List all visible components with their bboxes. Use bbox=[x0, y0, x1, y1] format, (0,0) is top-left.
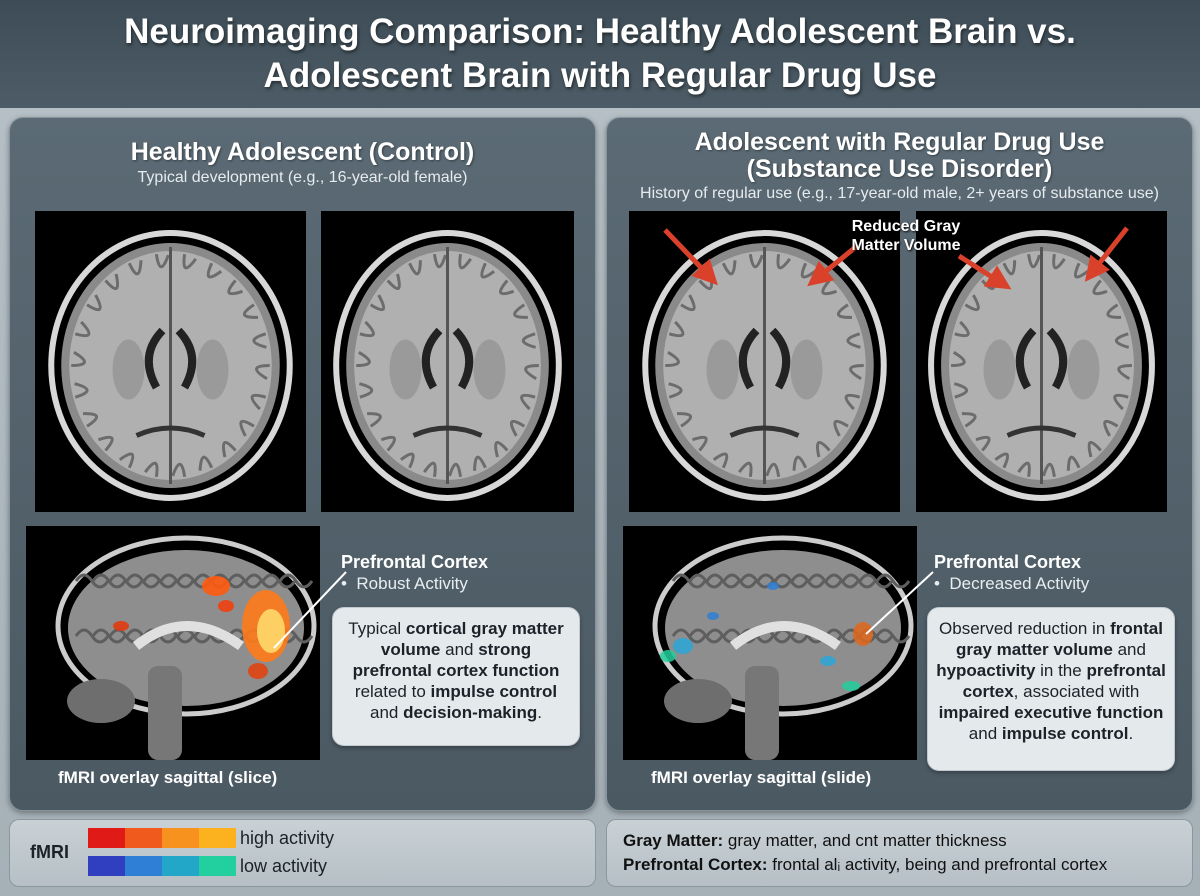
callout-emphasis: impulse control bbox=[1001, 724, 1129, 743]
drug-use-subtitle: History of regular use (e.g., 17-year-ol… bbox=[640, 185, 1159, 202]
drug-use-heading-line-2: (Substance Use Disorder) bbox=[746, 155, 1053, 183]
definition-term: Gray Matter: bbox=[623, 831, 724, 850]
callout-emphasis: frontal gray matter volume bbox=[956, 619, 1163, 659]
callout-text: in the bbox=[1035, 661, 1087, 680]
callout-text: and bbox=[968, 724, 1002, 743]
legend-label: fMRI bbox=[30, 842, 69, 862]
callout-emphasis: hypoactivity bbox=[936, 661, 1036, 680]
color-swatch bbox=[88, 828, 125, 848]
control-panel: Healthy Adolescent (Control) Typical dev… bbox=[9, 117, 596, 811]
red-arrows bbox=[663, 226, 1129, 290]
axial-mri-drug-2 bbox=[916, 211, 1167, 512]
color-swatch bbox=[125, 828, 162, 848]
low-activity-label: low activity bbox=[240, 856, 328, 876]
definition-gray-matter: Gray Matter: gray matter, and cnt matter… bbox=[623, 831, 1007, 851]
definition-term: Prefrontal Cortex: bbox=[623, 855, 768, 874]
prefrontal-label-right: Prefrontal Cortex bbox=[934, 552, 1082, 572]
axial-mri-drug-1 bbox=[629, 211, 900, 512]
sagittal-fmri-control bbox=[26, 526, 320, 760]
callout-emphasis: cortical gray matter volume bbox=[380, 619, 564, 659]
activity-bullet-left-text: Robust Activity bbox=[356, 574, 468, 593]
activity-bullet-right: • Decreased Activity bbox=[934, 574, 1090, 593]
arrow-1 bbox=[663, 228, 718, 286]
callout-text: . bbox=[1128, 724, 1134, 743]
high-activity-swatches bbox=[88, 828, 236, 848]
color-swatch bbox=[199, 828, 236, 848]
callout-text: Observed reduction in bbox=[939, 619, 1111, 638]
definition-text: gray matter, and cnt matter thickness bbox=[723, 831, 1007, 850]
control-caption: fMRI overlay sagittal (slice) bbox=[58, 768, 278, 787]
arrow-2 bbox=[807, 244, 859, 287]
axial-mri-control-2 bbox=[321, 211, 574, 512]
high-activity-label: high activity bbox=[240, 828, 335, 848]
color-swatch bbox=[162, 856, 199, 876]
definition-text: frontal alᵢ activity, being and prefront… bbox=[767, 855, 1108, 874]
title-bar: Neuroimaging Comparison: Healthy Adolesc… bbox=[0, 0, 1200, 108]
callout-emphasis: decision-making bbox=[403, 703, 538, 722]
callout-text: . bbox=[537, 703, 542, 722]
drug-use-panel: Adolescent with Regular Drug Use (Substa… bbox=[606, 117, 1193, 811]
low-activity-swatches bbox=[88, 856, 236, 876]
callout-text: and bbox=[1112, 640, 1146, 659]
callout-emphasis: impulse control bbox=[430, 682, 558, 701]
callout-text: related to bbox=[354, 682, 431, 701]
axial-mri-control-1 bbox=[35, 211, 306, 512]
callout-emphasis: prefrontal cortex bbox=[962, 661, 1166, 701]
reduced-gray-matter-label: Reduced Gray Matter Volume bbox=[851, 218, 961, 254]
page-title-line-2: Adolescent Brain with Regular Drug Use bbox=[263, 56, 937, 95]
drug-use-caption: fMRI overlay sagittal (slide) bbox=[651, 768, 872, 787]
drug-use-heading-line-1: Adolescent with Regular Drug Use bbox=[694, 128, 1105, 156]
callout-text: and bbox=[370, 703, 404, 722]
page-title-line-1: Neuroimaging Comparison: Healthy Adolesc… bbox=[124, 12, 1076, 51]
pointer-line-left bbox=[273, 571, 347, 649]
control-heading: Healthy Adolescent (Control) bbox=[130, 138, 475, 166]
callout-text: and bbox=[440, 640, 479, 659]
drug-use-callout: Observed reduction in frontal gray matte… bbox=[927, 607, 1175, 771]
color-swatch bbox=[199, 856, 236, 876]
control-callout: Typical cortical gray matter volume and … bbox=[332, 607, 580, 746]
activity-bullet-right-text: Decreased Activity bbox=[949, 574, 1090, 593]
callout-text: , associated with bbox=[1013, 682, 1140, 701]
activity-bullet-left: • Robust Activity bbox=[341, 574, 468, 593]
arrow-3 bbox=[957, 253, 1012, 290]
definition-prefrontal-cortex: Prefrontal Cortex: frontal alᵢ activity,… bbox=[623, 855, 1107, 875]
arrow-4 bbox=[1084, 226, 1129, 282]
color-swatch bbox=[88, 856, 125, 876]
pointer-line-right bbox=[865, 571, 934, 635]
color-swatch bbox=[125, 856, 162, 876]
callout-emphasis: strong prefrontal cortex function bbox=[352, 640, 560, 680]
callout-emphasis: impaired executive function bbox=[938, 703, 1164, 722]
fmri-legend: fMRI high activity low activity bbox=[9, 819, 596, 887]
callout-text: Typical bbox=[348, 619, 406, 638]
sagittal-fmri-drug bbox=[623, 526, 917, 760]
definitions-box: Gray Matter: gray matter, and cnt matter… bbox=[606, 819, 1193, 887]
color-swatch bbox=[162, 828, 199, 848]
prefrontal-label-left: Prefrontal Cortex bbox=[341, 552, 489, 572]
control-subtitle: Typical development (e.g., 16-year-old f… bbox=[137, 169, 468, 186]
